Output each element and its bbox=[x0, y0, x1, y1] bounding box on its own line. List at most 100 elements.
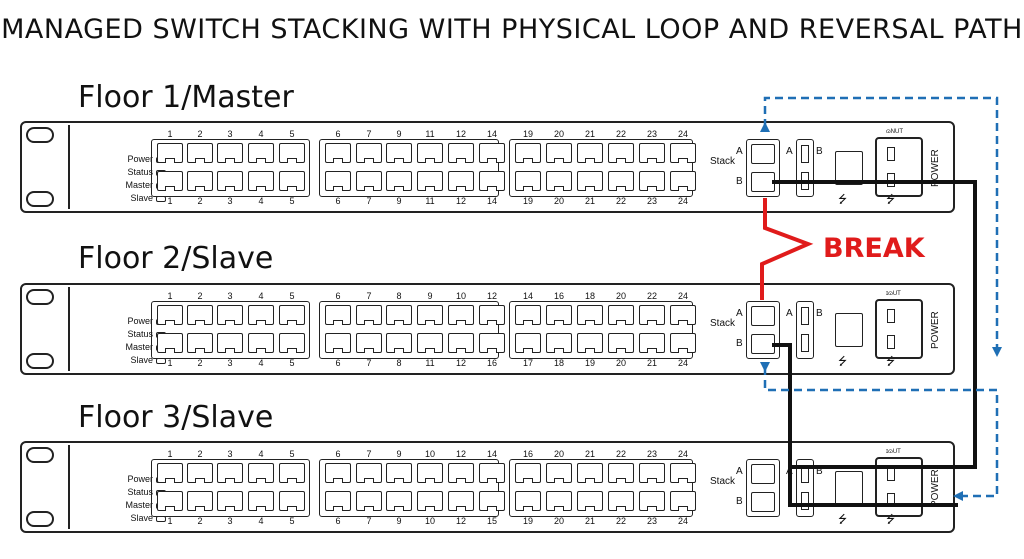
port-group bbox=[319, 459, 499, 517]
ethernet-port bbox=[577, 171, 603, 191]
break-cable bbox=[760, 198, 814, 300]
ethernet-port bbox=[187, 305, 213, 325]
port-number-bottom: 11 bbox=[425, 358, 435, 368]
port-number-bottom: 20 bbox=[615, 358, 626, 368]
port-number-top: 22 bbox=[615, 129, 626, 139]
rack-ear-edge bbox=[68, 445, 70, 529]
port-number-top: 12 bbox=[455, 449, 466, 459]
port-number-top: 12 bbox=[455, 129, 466, 139]
port-number-bottom: 21 bbox=[584, 516, 595, 526]
port-number-top: 9 bbox=[427, 291, 433, 301]
ethernet-port bbox=[639, 491, 665, 511]
port-number-bottom: 1 bbox=[167, 516, 173, 526]
led-label: Master bbox=[125, 500, 153, 510]
ethernet-port bbox=[608, 333, 634, 353]
port-number-bottom: 12 bbox=[455, 516, 466, 526]
port-number-top: 3 bbox=[227, 291, 233, 301]
port-number-top: 4 bbox=[258, 129, 264, 139]
ethernet-port bbox=[279, 305, 305, 325]
ethernet-port bbox=[448, 143, 474, 163]
ethernet-port bbox=[325, 143, 351, 163]
ethernet-port bbox=[248, 305, 274, 325]
ethernet-port bbox=[577, 143, 603, 163]
ethernet-port bbox=[279, 491, 305, 511]
rack-ear-hole bbox=[26, 191, 54, 207]
ethernet-port bbox=[608, 171, 634, 191]
ethernet-port bbox=[217, 305, 243, 325]
ethernet-port bbox=[157, 143, 183, 163]
port-group bbox=[509, 301, 693, 359]
port-number-bottom: 4 bbox=[258, 358, 264, 368]
port-number-top: 14 bbox=[486, 449, 497, 459]
ethernet-port bbox=[577, 491, 603, 511]
ethernet-port bbox=[279, 463, 305, 483]
port-number-bottom: 22 bbox=[615, 196, 626, 206]
led-label: Master bbox=[125, 342, 153, 352]
port-number-bottom: 5 bbox=[289, 516, 295, 526]
port-number-bottom: 7 bbox=[366, 358, 372, 368]
port-number-top: 6 bbox=[335, 449, 341, 459]
port-group bbox=[151, 301, 310, 359]
port-number-bottom: 24 bbox=[677, 516, 688, 526]
port-number-top: 16 bbox=[522, 449, 533, 459]
ethernet-port bbox=[448, 491, 474, 511]
ethernet-port bbox=[248, 491, 274, 511]
port-number-top: 20 bbox=[615, 291, 626, 301]
port-number-top: 18 bbox=[584, 291, 595, 301]
port-number-top: 6 bbox=[335, 291, 341, 301]
led-label: Power bbox=[127, 474, 153, 484]
ethernet-port bbox=[248, 333, 274, 353]
ethernet-port bbox=[417, 491, 443, 511]
port-group bbox=[151, 139, 310, 197]
ethernet-port bbox=[448, 305, 474, 325]
ethernet-port bbox=[670, 305, 696, 325]
ethernet-port bbox=[515, 491, 541, 511]
port-number-bottom: 2 bbox=[197, 516, 203, 526]
ethernet-port bbox=[417, 333, 443, 353]
reversal-path-top bbox=[760, 96, 1002, 357]
port-number-top: 22 bbox=[646, 291, 657, 301]
port-group bbox=[151, 459, 310, 517]
stack-port-a-label: A bbox=[736, 466, 743, 477]
ethernet-port bbox=[325, 463, 351, 483]
ethernet-port bbox=[639, 305, 665, 325]
port-number-bottom: 1 bbox=[167, 196, 173, 206]
port-number-top: 9 bbox=[396, 129, 402, 139]
ethernet-port bbox=[479, 143, 505, 163]
ethernet-port bbox=[577, 463, 603, 483]
ethernet-port bbox=[448, 333, 474, 353]
ethernet-port bbox=[248, 143, 274, 163]
port-number-bottom: 19 bbox=[584, 358, 595, 368]
ethernet-port bbox=[608, 305, 634, 325]
ethernet-port bbox=[356, 143, 382, 163]
floor-1-label: Floor 1/Master bbox=[78, 80, 294, 115]
led-label: Slave bbox=[130, 193, 153, 203]
ethernet-port bbox=[515, 305, 541, 325]
led-label: Slave bbox=[130, 513, 153, 523]
ethernet-port bbox=[386, 171, 412, 191]
ethernet-port bbox=[248, 171, 274, 191]
port-number-top: 5 bbox=[289, 449, 295, 459]
port-number-top: 23 bbox=[646, 449, 657, 459]
ethernet-port bbox=[546, 491, 572, 511]
ethernet-port bbox=[386, 333, 412, 353]
ethernet-port bbox=[356, 171, 382, 191]
ethernet-port bbox=[248, 463, 274, 483]
port-number-top: 2 bbox=[197, 291, 203, 301]
ethernet-port bbox=[325, 333, 351, 353]
ethernet-port bbox=[187, 333, 213, 353]
ethernet-port bbox=[670, 463, 696, 483]
port-number-top: 2 bbox=[197, 129, 203, 139]
port-number-bottom: 12 bbox=[455, 196, 466, 206]
led-label: Status bbox=[127, 487, 153, 497]
port-number-bottom: 6 bbox=[335, 196, 341, 206]
ethernet-port bbox=[546, 305, 572, 325]
stack-label: Stack bbox=[710, 318, 736, 329]
diagram-title: MANAGED SWITCH STACKING WITH PHYSICAL LO… bbox=[1, 14, 1023, 45]
ethernet-port bbox=[356, 333, 382, 353]
ethernet-port bbox=[157, 305, 183, 325]
port-number-bottom: 3 bbox=[227, 516, 233, 526]
ethernet-port bbox=[279, 171, 305, 191]
ethernet-port bbox=[670, 171, 696, 191]
